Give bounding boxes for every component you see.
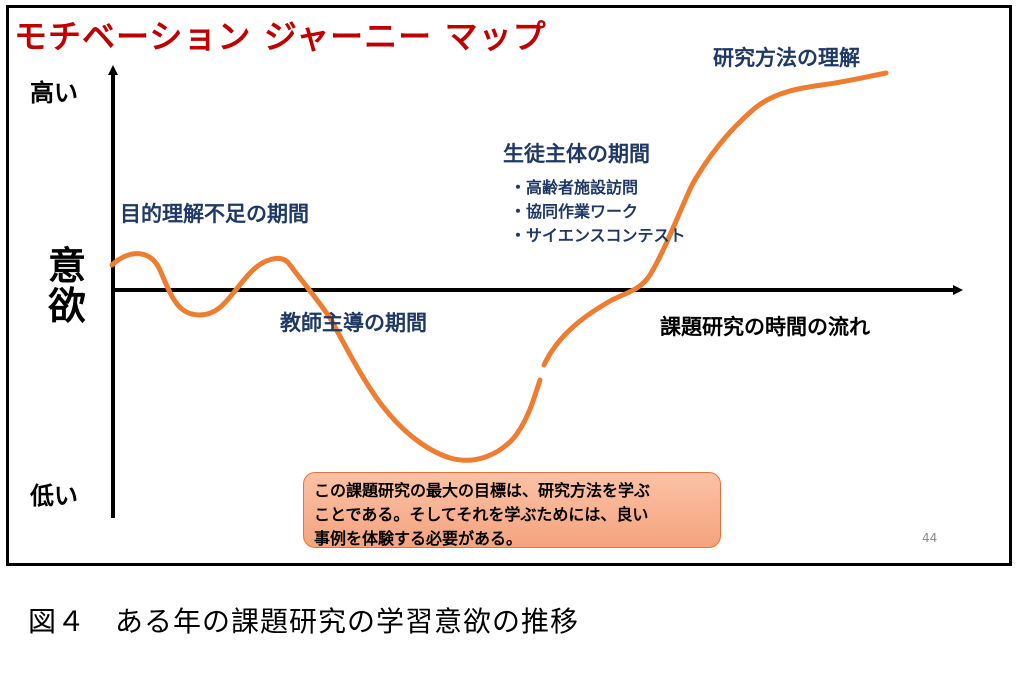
y-axis-title-char-1: 意 (48, 244, 87, 288)
x-axis-label: 課題研究の時間の流れ (660, 315, 870, 339)
note-line-1: この課題研究の最大の目標は、研究方法を学ぶ (314, 481, 651, 500)
note-box: この課題研究の最大の目標は、研究方法を学ぶ ことである。そしてそれを学ぶためには… (303, 472, 721, 548)
y-axis-title-char-2: 欲 (48, 284, 87, 328)
phase-3-item-2: ・協同作業ワーク (510, 202, 639, 221)
phase-3-item-1: ・高齢者施設訪問 (510, 178, 639, 197)
y-high-label: 高い (30, 79, 78, 107)
note-line-3: 事例を体験する必要がある。 (314, 529, 523, 548)
phase-label-4: 研究方法の理解 (713, 46, 860, 70)
phase-3-item-3: ・サイエンスコンテスト (510, 226, 686, 245)
motivation-curve (109, 70, 889, 463)
y-low-label: 低い (30, 482, 78, 510)
phase-label-3: 生徒主体の期間 (503, 142, 650, 166)
phase-label-1: 目的理解不足の期間 (120, 202, 309, 226)
note-line-2: ことである。そしてそれを学ぶためには、良い (314, 505, 649, 524)
y-axis-title: 意 欲 (48, 246, 86, 326)
figure-caption: 図４ ある年の課題研究の学習意欲の推移 (28, 605, 580, 638)
page-number: 44 (922, 531, 938, 545)
slide-title: モチベーション ジャーニー マップ (14, 17, 547, 56)
phase-label-2: 教師主導の期間 (280, 311, 427, 335)
